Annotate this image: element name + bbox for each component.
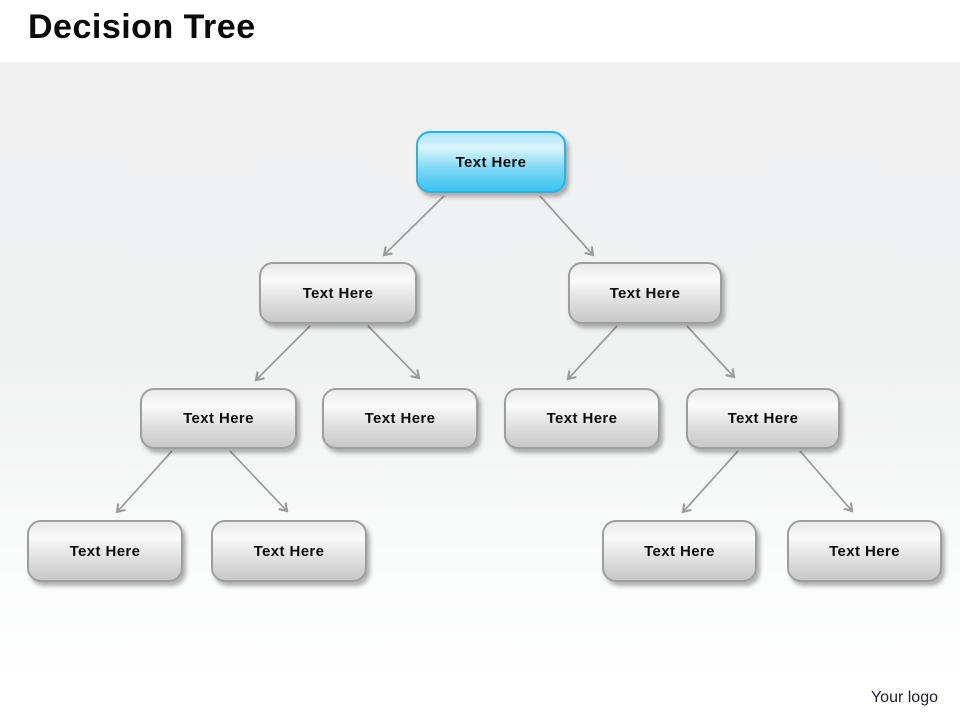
tree-node-l3-4-label: Text Here bbox=[727, 410, 799, 427]
tree-node-l3-3[interactable]: Text Here bbox=[504, 388, 660, 449]
tree-node-l2-right[interactable]: Text Here bbox=[568, 262, 722, 324]
tree-node-l2-right-label: Text Here bbox=[609, 284, 681, 302]
tree-node-l3-3-label: Text Here bbox=[546, 410, 618, 427]
tree-node-l4-3-label: Text Here bbox=[644, 542, 715, 560]
tree-node-root-label: Text Here bbox=[455, 153, 527, 171]
tree-node-l4-4-label: Text Here bbox=[829, 542, 900, 560]
tree-node-root[interactable]: Text Here bbox=[416, 131, 566, 193]
tree-node-l3-1[interactable]: Text Here bbox=[140, 388, 297, 449]
tree-node-l3-2-label: Text Here bbox=[364, 410, 436, 427]
tree-node-l4-3[interactable]: Text Here bbox=[602, 520, 757, 582]
logo-text: Your logo bbox=[870, 689, 938, 706]
tree-node-l2-left[interactable]: Text Here bbox=[259, 262, 417, 324]
tree-node-l4-1[interactable]: Text Here bbox=[27, 520, 183, 582]
tree-node-l4-2-label: Text Here bbox=[253, 542, 325, 560]
tree-node-l2-left-label: Text Here bbox=[302, 284, 374, 302]
tree-node-l4-4[interactable]: Text Here bbox=[787, 520, 942, 582]
tree-node-l4-1-label: Text Here bbox=[69, 542, 141, 560]
tree-node-l3-4[interactable]: Text Here bbox=[686, 388, 840, 449]
slide-title: Decision Tree bbox=[28, 8, 256, 46]
tree-node-l4-2[interactable]: Text Here bbox=[211, 520, 367, 582]
tree-node-l3-1-label: Text Here bbox=[183, 410, 254, 427]
tree-node-l3-2[interactable]: Text Here bbox=[322, 388, 478, 449]
